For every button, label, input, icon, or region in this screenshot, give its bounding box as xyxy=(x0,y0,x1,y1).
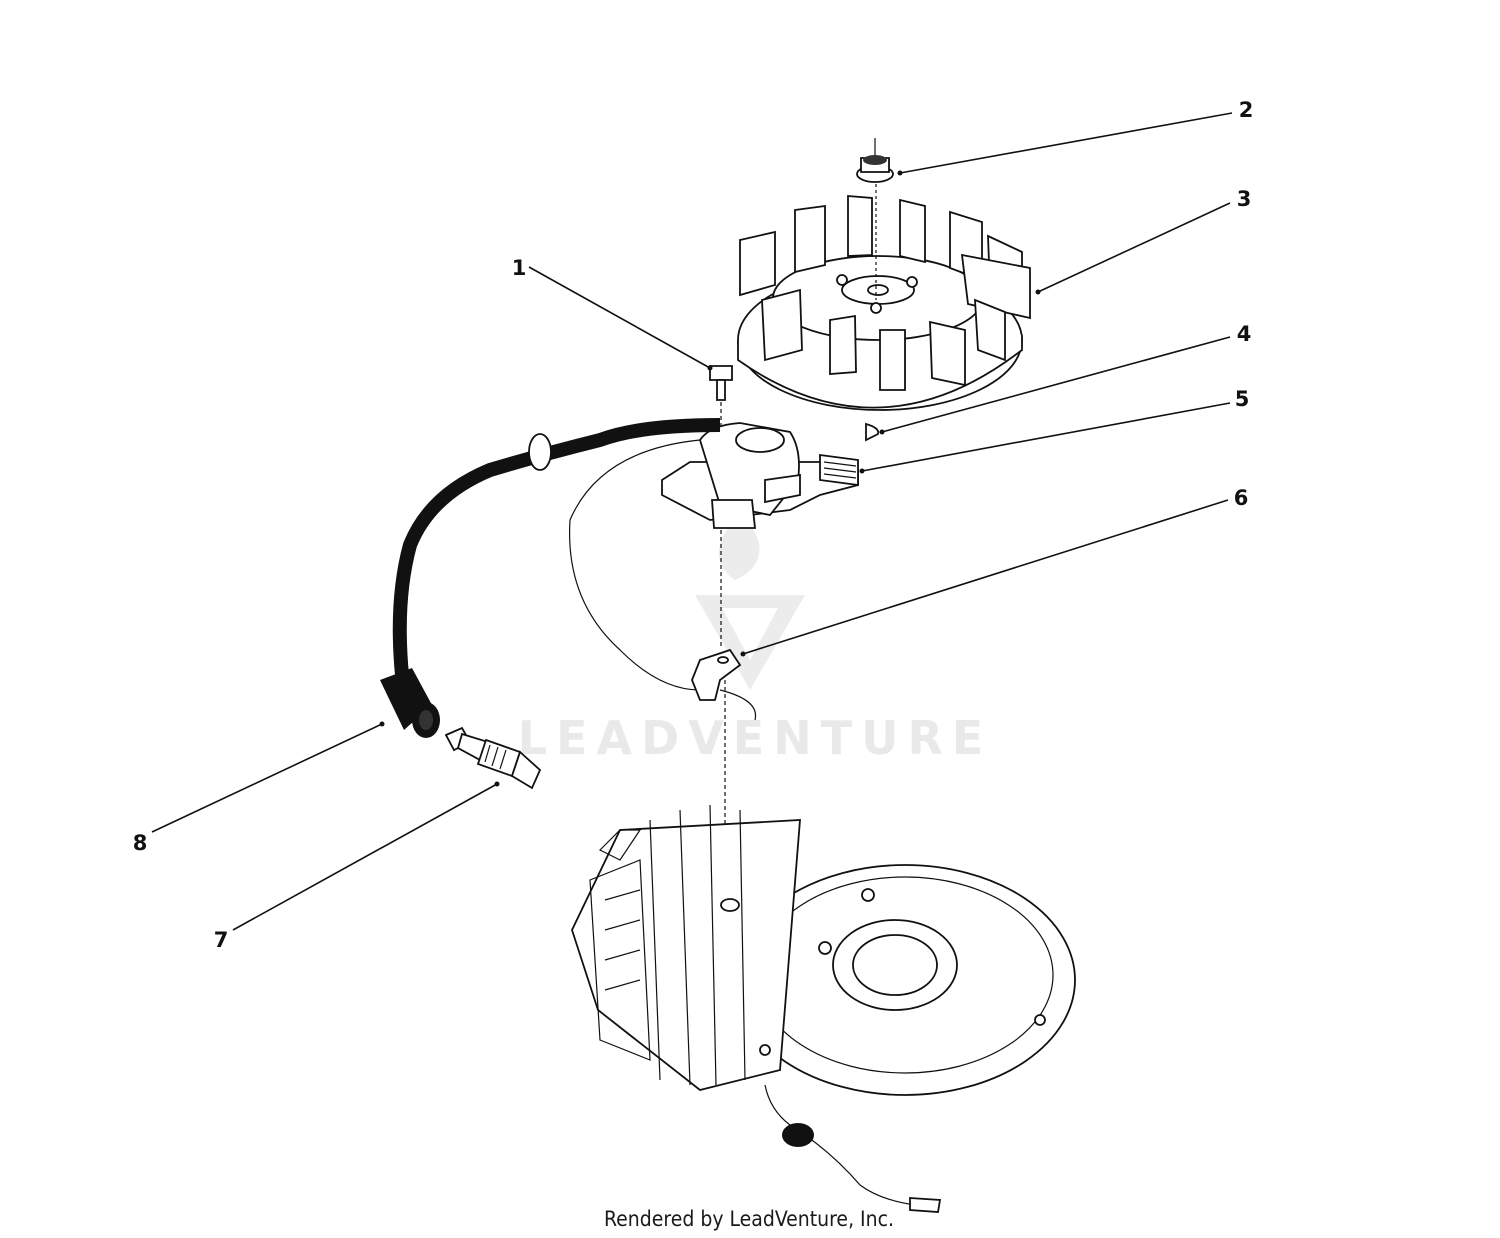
callout-4: 4 xyxy=(1237,322,1252,346)
callout-6: 6 xyxy=(1234,486,1249,510)
spark-plug xyxy=(444,726,542,790)
leadventure-watermark-logo xyxy=(695,520,805,690)
leader-line-8 xyxy=(151,723,383,833)
ignition-screw xyxy=(709,365,733,495)
leader-line-4 xyxy=(881,336,1231,433)
ground-wire xyxy=(568,439,701,691)
leader-line-5 xyxy=(861,402,1231,472)
leader-lines xyxy=(151,112,1233,931)
flywheel-key xyxy=(865,422,880,442)
leader-line-7 xyxy=(232,783,498,931)
engine-block xyxy=(571,804,1076,1096)
callout-1: 1 xyxy=(512,256,527,280)
callout-3: 3 xyxy=(1237,187,1252,211)
callout-7: 7 xyxy=(214,928,229,952)
callout-8: 8 xyxy=(133,831,148,855)
leader-line-3 xyxy=(1037,202,1231,293)
watermark-text: LEADVENTURE xyxy=(518,711,993,765)
ground-terminal xyxy=(764,1084,942,1213)
callout-2: 2 xyxy=(1239,98,1254,122)
leader-line-2 xyxy=(899,112,1233,174)
flywheel-nut xyxy=(856,138,894,300)
flywheel xyxy=(737,195,1031,411)
callout-5: 5 xyxy=(1235,387,1250,411)
render-credit: Rendered by LeadVenture, Inc. xyxy=(604,1207,894,1231)
ignition-module xyxy=(661,422,859,648)
wire-grommet xyxy=(528,433,552,471)
leader-line-1 xyxy=(528,266,711,369)
leader-line-6 xyxy=(742,499,1229,655)
spark-plug-wire xyxy=(380,418,721,738)
